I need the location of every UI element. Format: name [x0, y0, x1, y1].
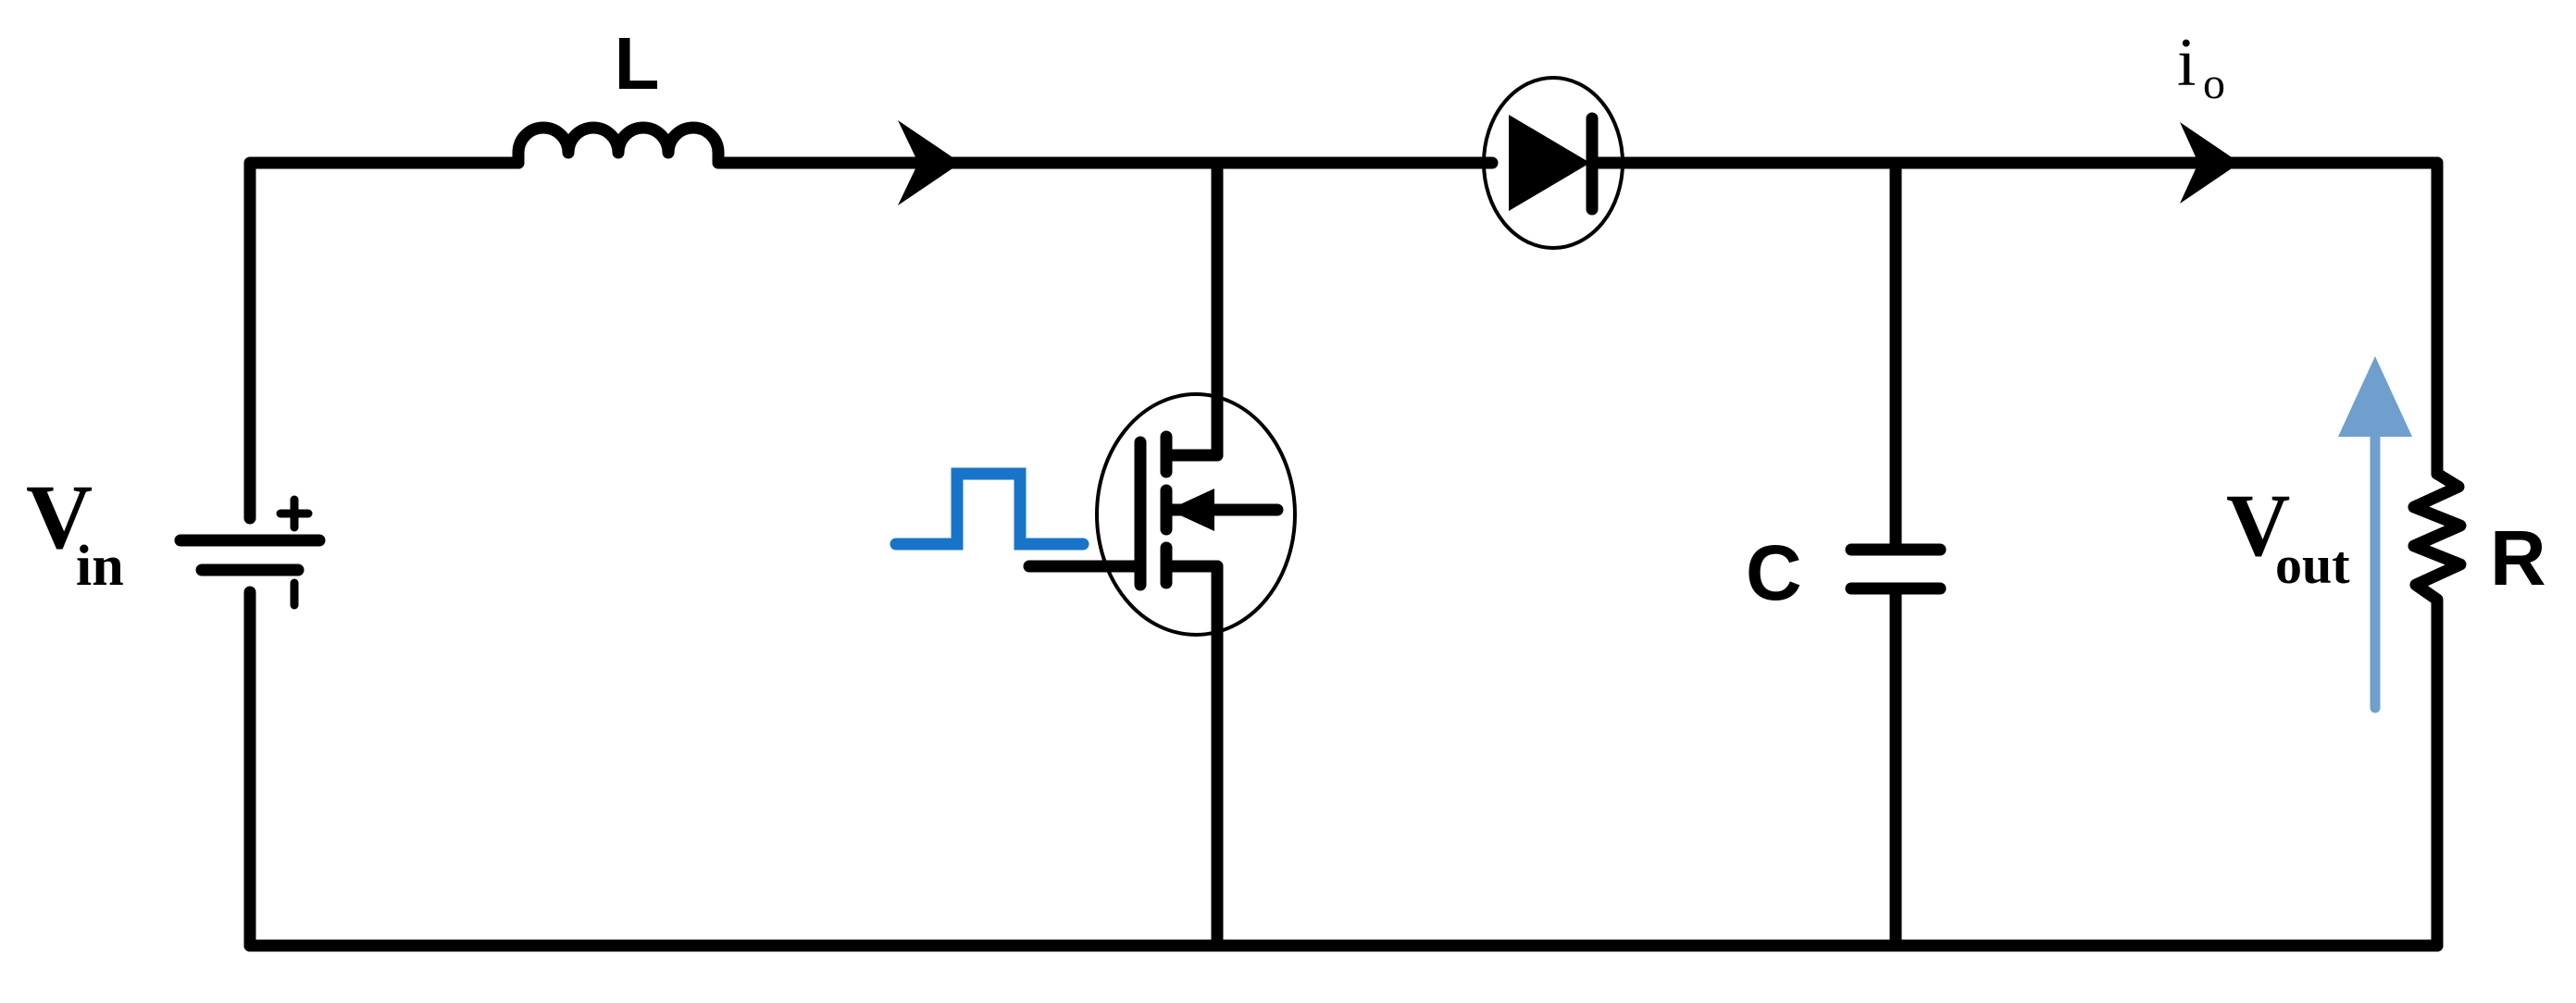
capacitor-label: C	[1746, 529, 1802, 616]
arrow-up-icon	[2338, 356, 2412, 437]
output-voltage-label: V	[2226, 476, 2290, 575]
current-arrow-icon	[898, 120, 961, 205]
output-current-subscript: o	[2203, 59, 2225, 108]
square-pulse-icon	[890, 467, 1089, 551]
wires	[243, 156, 2444, 952]
diode-triangle	[1509, 115, 1590, 211]
inductor-label: L	[615, 22, 660, 105]
diode-icon	[1482, 76, 1624, 250]
input-voltage-subscript: in	[76, 535, 124, 598]
mosfet-enclosure	[1095, 392, 1297, 637]
mosfet-switch-icon	[1023, 392, 1297, 637]
battery-icon	[174, 495, 326, 610]
mosfet-body-arrow	[1168, 489, 1214, 531]
inductor-coil-icon	[512, 121, 728, 169]
output-current-label: i	[2177, 25, 2196, 101]
diode-enclosure	[1482, 76, 1624, 250]
output-voltage-subscript: out	[2275, 535, 2350, 595]
output-current-arrow-icon	[2180, 122, 2240, 204]
left-wire	[243, 156, 525, 525]
capacitor-icon	[1845, 543, 1947, 595]
resistor-label: R	[2490, 514, 2546, 601]
resistor-icon	[2408, 467, 2467, 623]
input-voltage-label: V	[26, 465, 93, 568]
